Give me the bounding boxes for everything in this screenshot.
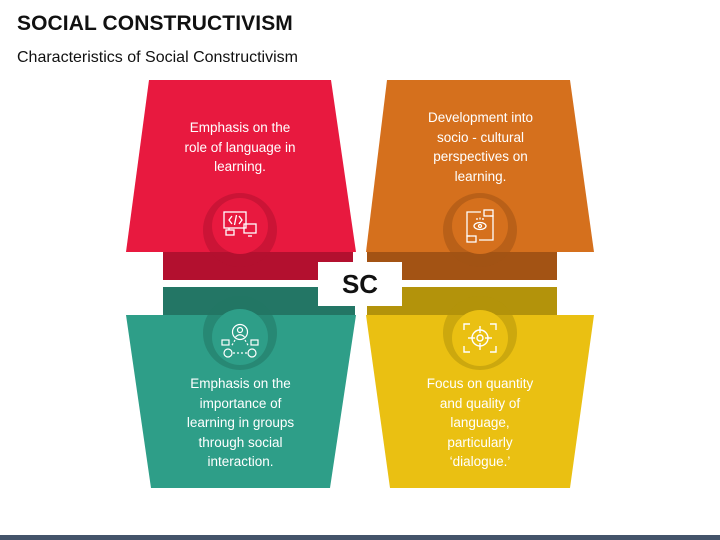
card-bottom-right-shape [366, 315, 594, 488]
group-network-icon [221, 323, 259, 358]
card-top-right-shape [366, 80, 594, 252]
icon-circle [452, 310, 508, 366]
card-top-left-text: Emphasis on the role of language in lear… [184, 120, 296, 174]
card-top-right-text: Development into socio - cultural perspe… [427, 110, 534, 184]
icon-circle [212, 309, 268, 365]
code-monitor-icon [223, 211, 257, 237]
center-label: SC [341, 268, 379, 299]
perspective-eye-hands-icon [466, 209, 494, 243]
icon-circle [452, 198, 508, 254]
footer-bar [0, 535, 720, 540]
page-title: SOCIAL CONSTRUCTIVISM [17, 12, 293, 35]
card-top-left [126, 80, 356, 280]
card-bottom-left-text: Emphasis on the importance of learning i… [186, 376, 295, 469]
page-subtitle: Characteristics of Social Constructivism [17, 49, 298, 66]
card-top-left-shape [126, 80, 356, 252]
center-box [318, 262, 402, 306]
target-focus-icon [463, 323, 497, 353]
icon-circle [212, 198, 268, 254]
card-bottom-left-shape [126, 315, 356, 488]
card-top-right [366, 80, 594, 280]
card-bottom-right-text: Focus on quantity and quality of languag… [426, 376, 534, 469]
card-bottom-right [366, 287, 594, 488]
